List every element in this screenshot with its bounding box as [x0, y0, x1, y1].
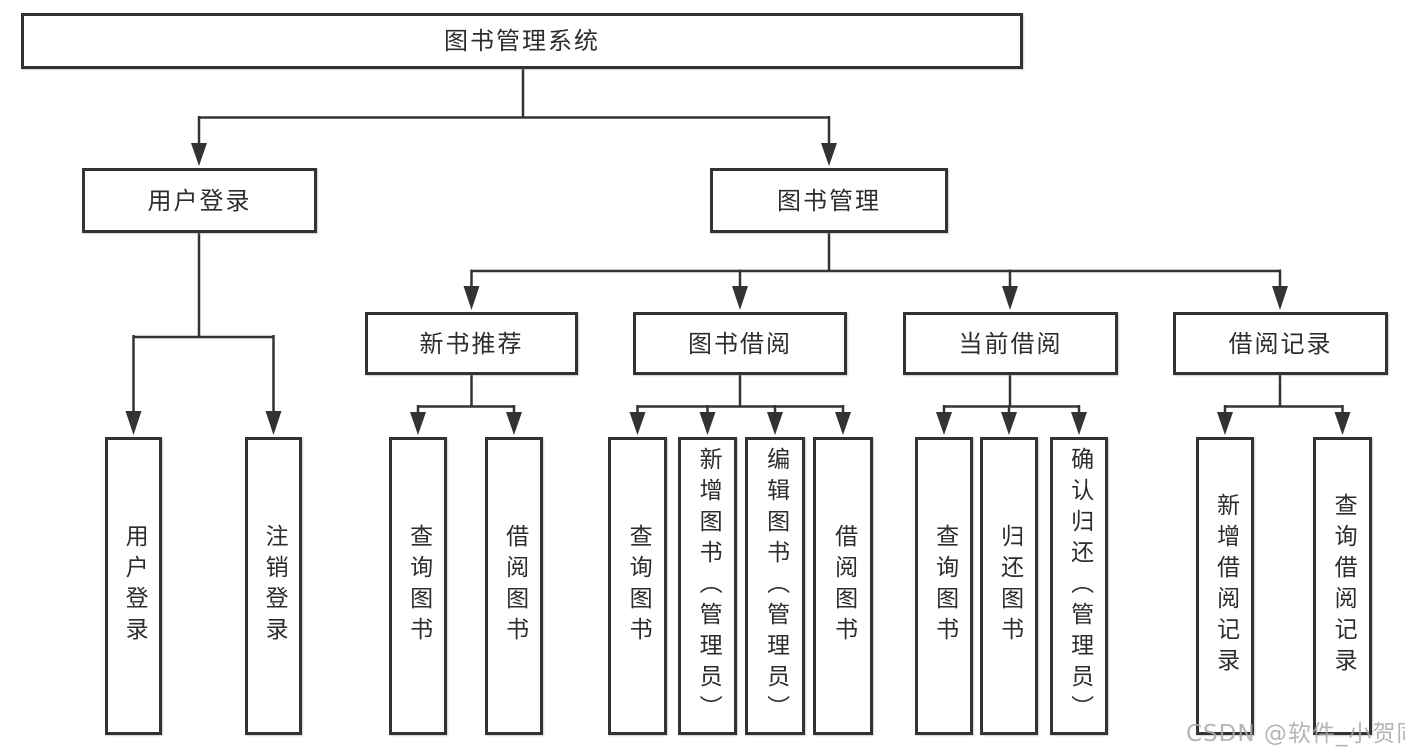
node-label: 新增借阅记录 [1212, 493, 1239, 679]
node-label: 编辑图书（管理员） [762, 446, 789, 726]
leaf-query-borrow-record: 查询借阅记录 [1313, 437, 1372, 735]
arrowhead [629, 412, 646, 435]
arrowhead [732, 286, 748, 310]
node-library-management-system: 图书管理系统 [21, 13, 1023, 69]
leaf-edit-books-admin: 编辑图书（管理员） [745, 437, 805, 735]
leaf-query-books-1: 查询图书 [389, 437, 447, 735]
leaf-borrow-books-1: 借阅图书 [485, 437, 543, 735]
arrowhead [1071, 412, 1087, 435]
arrowhead [1217, 412, 1233, 435]
connector-userlogin-to-leaves [132, 232, 275, 413]
arrowhead [265, 411, 282, 435]
csdn-watermark: CSDN @软件_小贺同学 [1186, 721, 1405, 747]
arrowhead [1334, 412, 1351, 435]
node-label: 确认归还（管理员） [1066, 446, 1093, 726]
connector-root-to-level2 [197, 69, 831, 145]
leaf-query-books-3: 查询图书 [915, 437, 973, 735]
connector-newbookrec-to-leaves [416, 375, 516, 414]
node-label: 新增图书（管理员） [695, 446, 722, 726]
leaf-user-login: 用户登录 [105, 437, 162, 735]
leaf-query-books-2: 查询图书 [608, 437, 667, 735]
node-label: 新书推荐 [419, 329, 524, 358]
leaf-confirm-return-admin: 确认归还（管理员） [1050, 437, 1108, 735]
connector-bookborrow-to-leaves [636, 375, 845, 414]
arrowhead [125, 411, 142, 435]
node-label: 注销登录 [261, 524, 288, 648]
node-label: 查询借阅记录 [1330, 493, 1357, 679]
arrowhead [1002, 286, 1018, 310]
arrowhead [1001, 412, 1017, 435]
leaf-borrow-books-2: 借阅图书 [813, 437, 873, 735]
node-book-management-branch: 图书管理 [710, 168, 948, 233]
arrowhead [1272, 286, 1288, 310]
arrowhead [506, 412, 522, 435]
node-user-login-branch: 用户登录 [82, 168, 317, 233]
leaf-add-borrow-record: 新增借阅记录 [1196, 437, 1254, 735]
arrowhead [767, 412, 783, 435]
node-borrowing-records: 借阅记录 [1173, 312, 1388, 375]
arrowhead [463, 286, 480, 310]
arrowhead [410, 412, 426, 435]
node-label: 图书管理系统 [444, 27, 600, 55]
node-label: 查询图书 [625, 524, 652, 648]
leaf-add-books-admin: 新增图书（管理员） [678, 437, 737, 735]
arrowhead [699, 412, 716, 435]
node-label: 查询图书 [931, 524, 958, 648]
node-label: 归还图书 [996, 524, 1023, 648]
node-label: 用户登录 [147, 186, 252, 215]
node-label: 借阅记录 [1228, 329, 1333, 358]
node-book-borrowing: 图书借阅 [633, 312, 847, 375]
leaf-logout: 注销登录 [245, 437, 302, 735]
arrowhead [821, 143, 837, 166]
node-new-book-recommend: 新书推荐 [365, 312, 578, 375]
node-label: 图书借阅 [688, 329, 792, 358]
node-current-borrowing: 当前借阅 [903, 312, 1118, 375]
arrowhead [191, 143, 207, 166]
connector-bookmgmt-to-level3 [470, 232, 1282, 289]
arrowhead [936, 412, 952, 435]
connector-currentborrow-to-leaves [942, 375, 1081, 414]
node-label: 当前借阅 [958, 329, 1063, 358]
connector-borrowrecords-to-leaves [1223, 375, 1344, 414]
node-label: 借阅图书 [501, 524, 528, 648]
node-label: 图书管理 [777, 186, 881, 215]
node-label: 用户登录 [121, 524, 148, 648]
node-label: 查询图书 [405, 524, 432, 648]
arrowhead [835, 412, 851, 435]
leaf-return-books: 归还图书 [980, 437, 1038, 735]
node-label: 借阅图书 [830, 524, 857, 648]
